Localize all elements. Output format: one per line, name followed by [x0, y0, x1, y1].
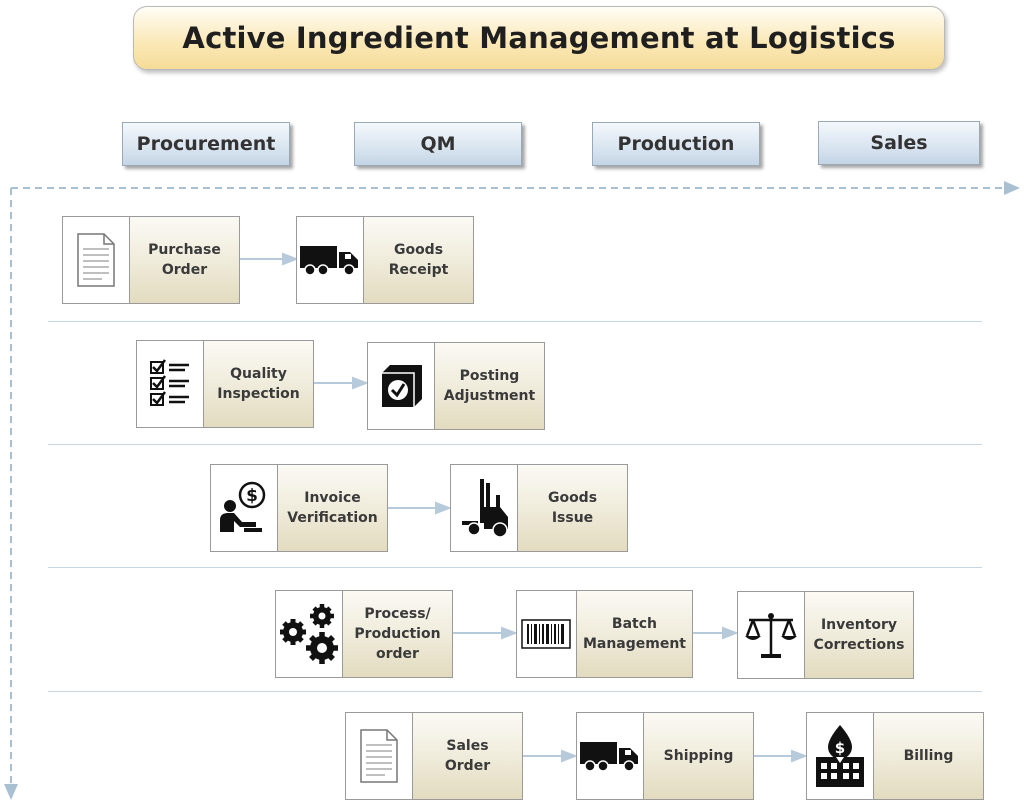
step-label: Inventory Corrections: [805, 592, 913, 678]
row-divider: [48, 321, 982, 322]
person-dollar-icon: $: [211, 465, 278, 551]
step-label: Billing: [874, 713, 983, 799]
checklist-icon: [137, 341, 204, 427]
document-icon: [63, 217, 130, 303]
step-quality-inspection: Quality Inspection: [136, 340, 314, 428]
step-label: Invoice Verification: [278, 465, 387, 551]
step-label: Goods Receipt: [364, 217, 473, 303]
scales-icon: [738, 592, 805, 678]
document-icon: [346, 713, 413, 799]
step-process-production-order: Process/ Production order: [275, 590, 453, 678]
row-divider: [48, 691, 982, 692]
step-inventory-corrections: Inventory Corrections: [737, 591, 914, 679]
step-purchase-order: Purchase Order: [62, 216, 240, 304]
column-header-procurement: Procurement: [122, 122, 290, 166]
step-label: Sales Order: [413, 713, 522, 799]
step-label: Quality Inspection: [204, 341, 313, 427]
forklift-icon: [451, 465, 518, 551]
step-posting-adjustment: Posting Adjustment: [367, 342, 545, 430]
column-header-qm: QM: [354, 122, 522, 166]
diagram-title: Active Ingredient Management at Logistic…: [133, 6, 945, 70]
gears-icon: [276, 591, 343, 677]
step-goods-issue: Goods Issue: [450, 464, 628, 552]
row-divider: [48, 444, 982, 445]
step-label: Batch Management: [576, 591, 692, 677]
step-invoice-verification: $ Invoice Verification: [210, 464, 388, 552]
step-billing: $ Billing: [806, 712, 984, 800]
step-batch-management: Batch Management: [516, 590, 693, 678]
diagram-title-text: Active Ingredient Management at Logistic…: [182, 21, 896, 55]
step-sales-order: Sales Order: [345, 712, 523, 800]
building-dollar-icon: $: [807, 713, 874, 799]
step-shipping: Shipping: [576, 712, 754, 800]
step-label: Purchase Order: [130, 217, 239, 303]
column-header-production: Production: [592, 122, 760, 166]
row-divider: [48, 567, 982, 568]
box-check-icon: [368, 343, 435, 429]
svg-text:$: $: [246, 486, 258, 506]
step-label: Shipping: [644, 713, 753, 799]
barcode-icon: [517, 591, 577, 677]
step-label: Process/ Production order: [343, 591, 452, 677]
step-label: Goods Issue: [518, 465, 627, 551]
truck-icon: [297, 217, 364, 303]
truck-icon: [577, 713, 644, 799]
svg-text:$: $: [835, 739, 845, 757]
column-header-sales: Sales: [818, 121, 980, 165]
step-goods-receipt: Goods Receipt: [296, 216, 474, 304]
step-label: Posting Adjustment: [435, 343, 544, 429]
